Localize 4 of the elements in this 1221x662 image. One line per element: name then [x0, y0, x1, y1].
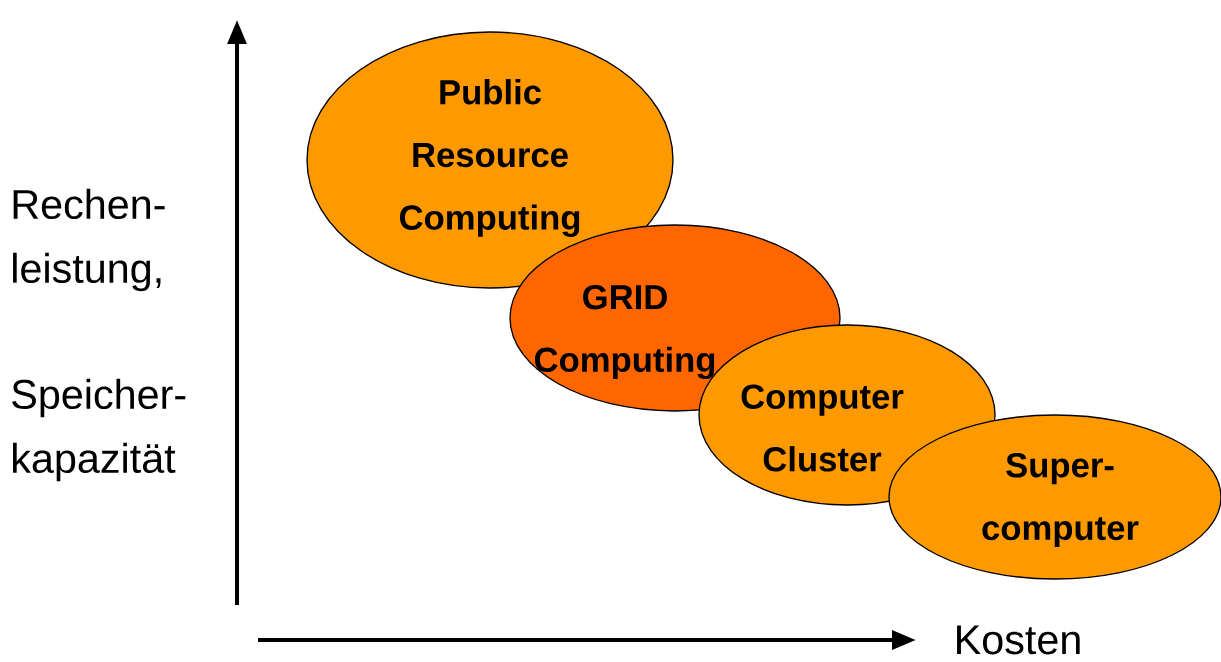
axis-label: Speicher- kapazität	[12, 378, 186, 482]
ellipse-node: Super- computer	[888, 414, 1221, 580]
axis-label: Kosten	[957, 625, 1080, 655]
axis-label: Rechen- leistung,	[13, 188, 165, 292]
